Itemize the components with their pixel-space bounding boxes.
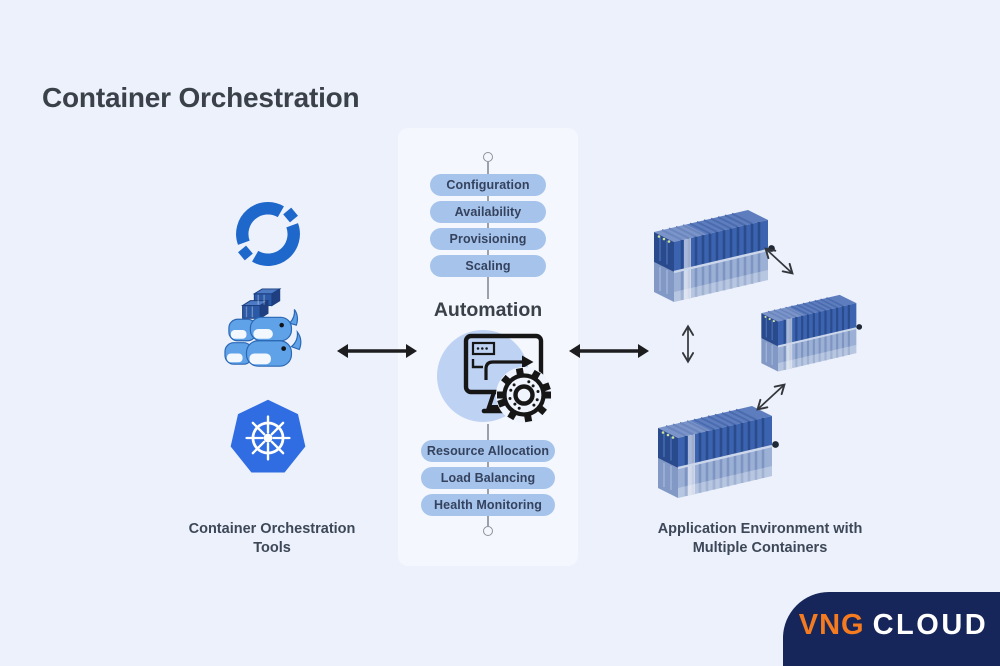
pill-health-monitoring: Health Monitoring: [421, 494, 555, 516]
pill-load-balancing: Load Balancing: [421, 467, 555, 489]
flow-node-bottom: [483, 526, 493, 536]
vng-cloud-logo: VNG CLOUD: [783, 592, 1000, 666]
container-stack-right-icon: [758, 278, 868, 375]
environment-caption-line2: Multiple Containers: [692, 539, 828, 556]
openshift-icon: [236, 202, 300, 266]
pill-availability: Availability: [430, 201, 546, 223]
kubernetes-icon: [230, 399, 306, 473]
pill-resource-allocation: Resource Allocation: [421, 440, 555, 462]
automation-heading: Automation: [433, 299, 543, 321]
tools-caption-line1: Container Orchestration: [188, 521, 356, 537]
brand-vng: VNG: [798, 608, 865, 641]
environment-caption: Application Environment with Multiple Co…: [626, 520, 894, 557]
arrow-top-to-right-icon: [764, 247, 794, 275]
arrow-bottom-to-right-icon: [756, 383, 786, 411]
docker-swarm-icon: [224, 288, 302, 367]
pill-scaling: Scaling: [430, 255, 546, 277]
arrow-top-to-bottom-icon: [681, 324, 695, 364]
tools-caption: Container Orchestration Tools: [158, 520, 386, 557]
environment-caption-line1: Application Environment with: [657, 521, 863, 537]
flow-node-top: [483, 152, 493, 162]
tools-caption-line2: Tools: [253, 539, 291, 556]
page-title: Container Orchestration: [42, 82, 360, 113]
brand-cloud: CLOUD: [872, 608, 989, 641]
pill-configuration: Configuration: [430, 174, 546, 196]
pill-provisioning: Provisioning: [430, 228, 546, 250]
right-double-arrow-icon: [569, 344, 649, 358]
automation-monitor-gear-icon: [463, 333, 552, 423]
left-double-arrow-icon: [337, 344, 417, 358]
